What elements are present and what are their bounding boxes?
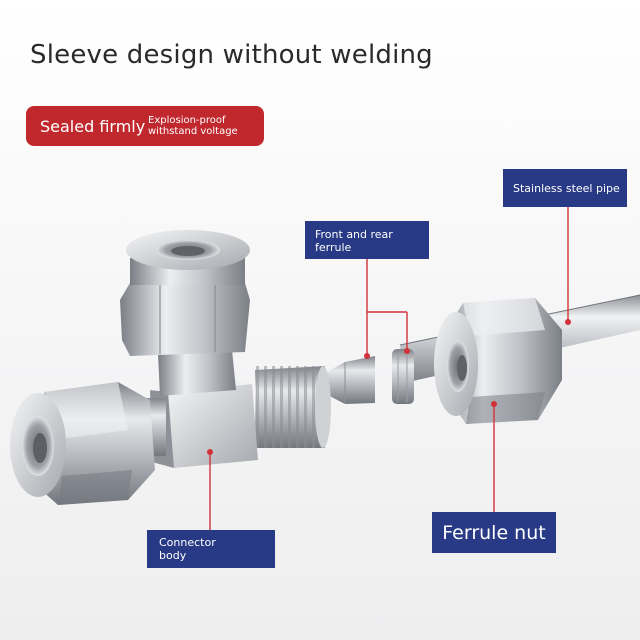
- sealed-badge: Sealed firmly Explosion-proof withstand …: [26, 106, 264, 146]
- badge-main-text: Sealed firmly: [40, 116, 146, 136]
- label-ferrule-line2: ferrule: [315, 241, 352, 254]
- label-connector-body: Connector body: [147, 530, 275, 568]
- badge-sub-line2: withstand voltage: [148, 126, 238, 137]
- badge-sub-line1: Explosion-proof: [148, 115, 226, 126]
- label-body-line1: Connector: [159, 536, 216, 549]
- top-nut: [120, 230, 250, 356]
- leader-dots: [207, 319, 571, 455]
- label-body-line2: body: [159, 549, 187, 562]
- label-ferrule-line1: Front and rear: [315, 228, 393, 241]
- ferrule-nut: [434, 298, 562, 424]
- leader-ferrule: [366, 259, 408, 356]
- tee-connector-body: [108, 350, 258, 468]
- label-ferrule-nut: Ferrule nut: [432, 512, 556, 553]
- left-nut: [10, 382, 155, 505]
- badge-sub-text: Explosion-proof withstand voltage: [148, 115, 238, 137]
- label-front-rear-ferrule: Front and rear ferrule: [305, 221, 429, 259]
- headline: Sleeve design without welding: [30, 40, 433, 70]
- ferrules: [322, 349, 414, 404]
- threaded-stub: [255, 366, 331, 448]
- leader-lines: [209, 207, 569, 530]
- label-stainless-steel-pipe: Stainless steel pipe: [503, 169, 627, 207]
